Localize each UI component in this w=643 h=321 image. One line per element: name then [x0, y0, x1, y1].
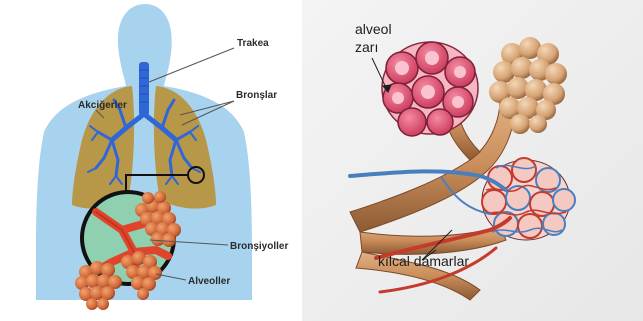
trachea — [139, 62, 149, 116]
label-bronchioles: Bronşiyoller — [230, 241, 288, 252]
label-lungs: Akciğerler — [78, 100, 127, 111]
label-alveolar-wall-line2: zarı — [355, 39, 378, 55]
label-alveoli: Alveoller — [188, 276, 230, 287]
label-capillaries: kılcal damarlar — [378, 253, 469, 269]
left-panel: Trakea Akciğerler Bronşlar Bronşiyoller … — [36, 4, 288, 310]
label-bronchi: Bronşlar — [236, 90, 277, 101]
label-alveolar-wall-line1: alveol — [355, 21, 392, 37]
right-panel: alveol zarı kılcal damarlar — [302, 0, 643, 321]
label-trachea: Trakea — [237, 38, 269, 49]
